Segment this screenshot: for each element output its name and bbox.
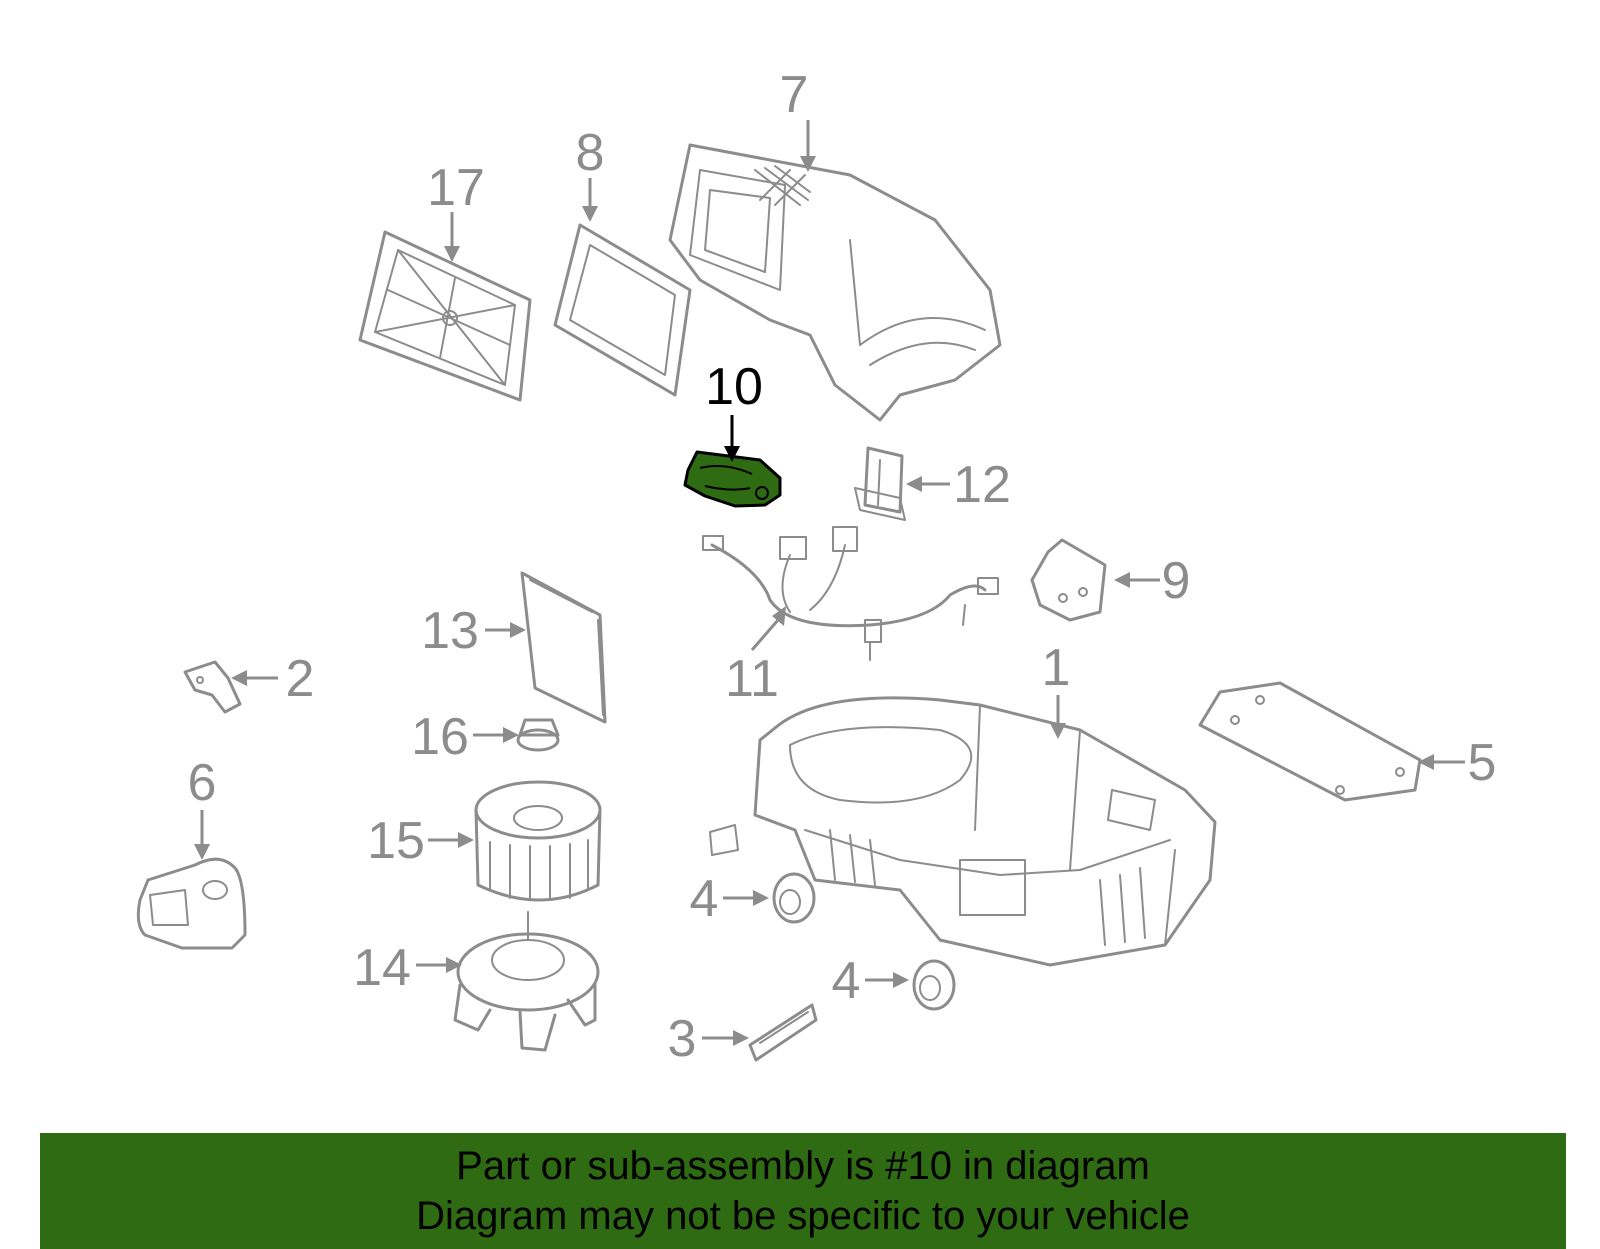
part-17-filter-frame[interactable] (358, 230, 532, 402)
callout-12: 12 (953, 456, 1011, 514)
part-11-wiring-harness[interactable] (702, 526, 999, 661)
banner-vehicle-disclaimer: Diagram may not be specific to your vehi… (416, 1194, 1190, 1238)
leader-lines (194, 120, 1465, 1046)
callout-1: 1 (1042, 639, 1071, 697)
callout-5: 5 (1468, 734, 1497, 792)
part-12-resistor[interactable] (854, 446, 906, 521)
banner-part-note: Part or sub-assembly is #10 in diagram (456, 1144, 1150, 1188)
parts-diagram: 7 8 17 10 12 9 11 13 2 1 5 16 6 15 4 14 … (136, 66, 1497, 1068)
callout-14: 14 (353, 939, 411, 997)
part-9-actuator[interactable] (1030, 538, 1107, 622)
part-15-blower-wheel[interactable] (474, 780, 602, 902)
part-7-upper-housing[interactable] (668, 143, 1002, 422)
part-6-housing-bracket[interactable] (136, 857, 247, 950)
part-16-grommet[interactable] (516, 718, 560, 752)
part-5-cover-plate[interactable] (1198, 681, 1422, 802)
part-14-blower-motor[interactable] (453, 911, 600, 1052)
part-4b-grommet[interactable] (912, 959, 956, 1011)
callout-11: 11 (725, 650, 779, 708)
disclaimer-banner: Part or sub-assembly is #10 in diagram D… (40, 1133, 1566, 1249)
callout-17: 17 (427, 159, 485, 217)
callout-labels: 7 8 17 10 12 9 11 13 2 1 5 16 6 15 4 14 … (188, 66, 1497, 1068)
callout-15: 15 (367, 812, 425, 870)
callout-8: 8 (576, 124, 605, 182)
callout-4b: 4 (832, 952, 861, 1010)
callout-4a: 4 (690, 870, 719, 928)
callout-7: 7 (780, 66, 809, 124)
part-1-hvac-case[interactable] (709, 696, 1217, 967)
part-2-clip[interactable] (183, 660, 242, 714)
callout-10: 10 (705, 358, 763, 416)
callout-2: 2 (286, 650, 315, 708)
part-8-filter-seal[interactable] (553, 223, 692, 397)
callout-13: 13 (421, 602, 479, 660)
part-3-seal-clip[interactable] (748, 1003, 818, 1062)
callout-6: 6 (188, 754, 217, 812)
callout-16: 16 (411, 708, 469, 766)
part-13-cabin-filter[interactable] (520, 571, 607, 724)
part-10-highlighted[interactable] (683, 450, 782, 508)
callout-3: 3 (668, 1010, 697, 1068)
callout-9: 9 (1162, 552, 1191, 610)
part-4a-grommet[interactable] (772, 872, 816, 924)
